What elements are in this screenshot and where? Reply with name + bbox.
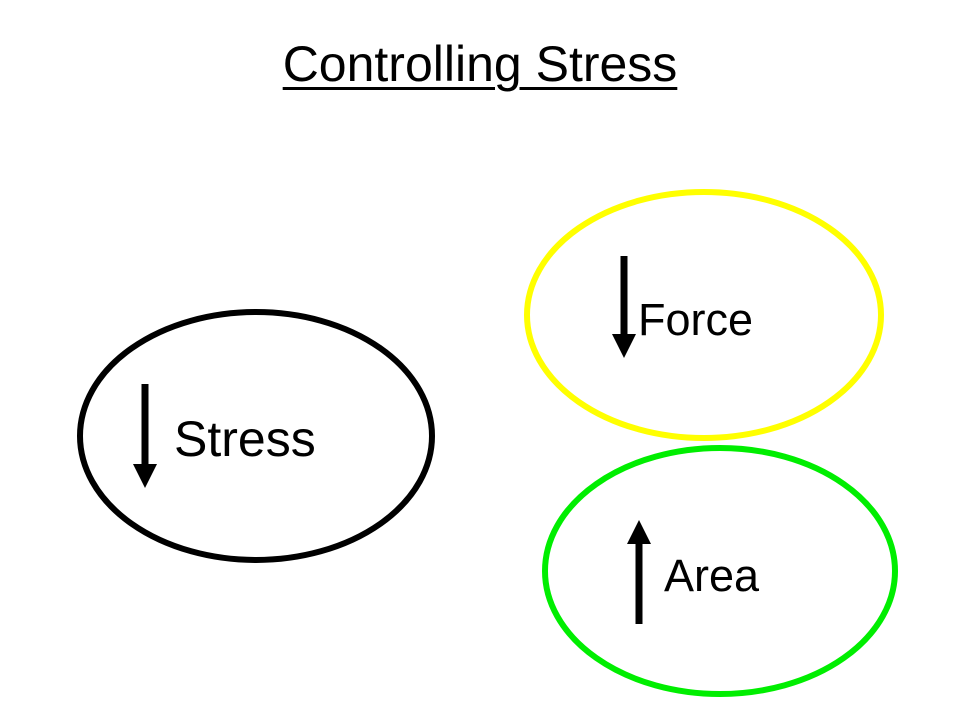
force-arrow-head xyxy=(612,334,636,358)
stress-ellipse xyxy=(77,309,435,563)
stress-label: Stress xyxy=(174,411,316,467)
force-label: Force xyxy=(638,294,753,345)
area-label: Area xyxy=(664,550,760,601)
slide-title: Controlling Stress xyxy=(0,34,960,94)
stress-arrow-head xyxy=(133,464,157,488)
node-area: Area xyxy=(542,445,898,697)
area-ellipse xyxy=(542,445,898,697)
node-force: Force xyxy=(524,189,884,441)
force-arrow-icon xyxy=(612,256,636,358)
force-ellipse xyxy=(524,189,884,441)
area-arrow-head xyxy=(627,520,651,544)
slide-title-text: Controlling Stress xyxy=(282,36,678,92)
node-stress: Stress xyxy=(77,309,435,563)
stress-arrow-icon xyxy=(133,384,157,488)
area-arrow-icon xyxy=(627,520,651,624)
